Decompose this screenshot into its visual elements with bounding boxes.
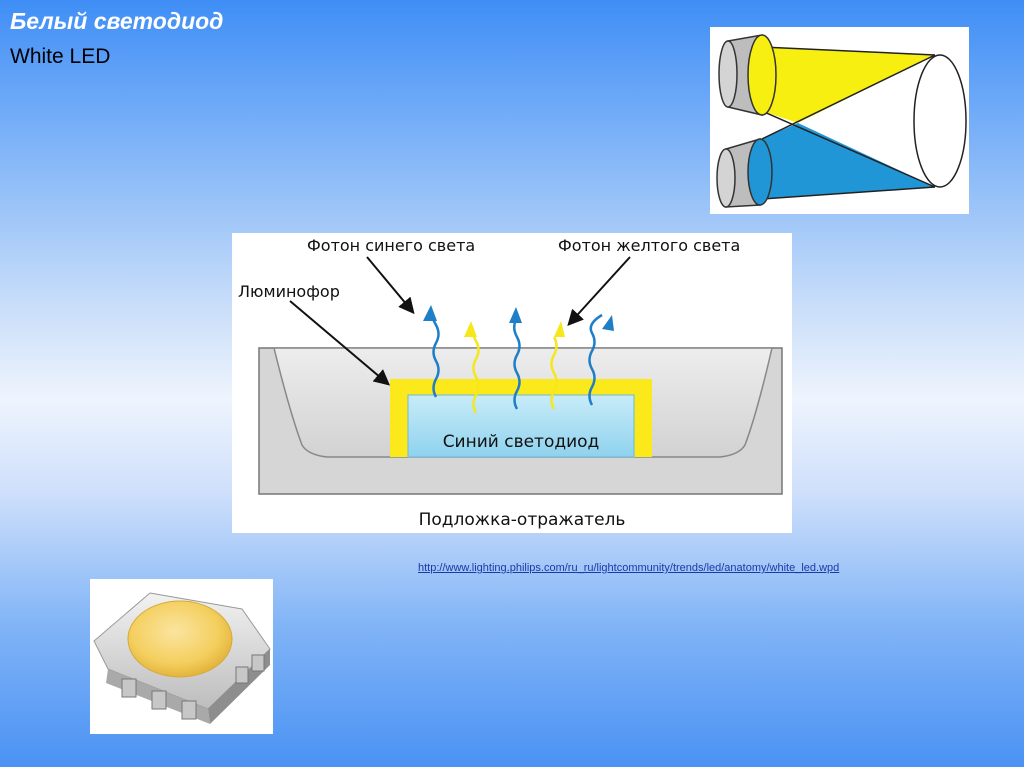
slide-subtitle: White LED	[10, 45, 111, 68]
blue-photon-ray	[509, 307, 522, 410]
yellow-photon-ray	[550, 321, 565, 410]
smd-led-photo	[90, 579, 273, 734]
yellow-photon-label: Фотон желтого света	[558, 236, 740, 255]
blue-photon-ray	[588, 313, 614, 406]
blue-led-chip	[407, 394, 635, 458]
led-cross-section-diagram: Фотон синего света Фотон желтого света Л…	[232, 233, 792, 533]
source-link[interactable]: http://www.lighting.philips.com/ru_ru/li…	[418, 562, 840, 574]
blue-led-label: Синий светодиод	[443, 432, 600, 452]
light-cones-illustration	[710, 27, 969, 214]
pointer-arrow	[567, 256, 631, 326]
slide-title: Белый светодиод	[10, 8, 224, 34]
top-flashlight-icon	[718, 34, 777, 116]
pointer-arrow	[289, 300, 391, 386]
phosphor-label: Люминофор	[238, 282, 340, 301]
smd-led-body	[93, 592, 271, 724]
substrate-label: Подложка-отражатель	[419, 510, 626, 530]
pointer-arrow	[366, 256, 415, 315]
bottom-flashlight-icon	[716, 137, 773, 208]
yellow-light-cone	[762, 47, 935, 123]
projection-ellipse	[913, 54, 967, 188]
blue-photon-ray	[423, 305, 440, 398]
blue-light-cone	[762, 123, 935, 199]
yellow-photon-ray	[464, 321, 480, 414]
blue-photon-label: Фотон синего света	[307, 236, 475, 255]
